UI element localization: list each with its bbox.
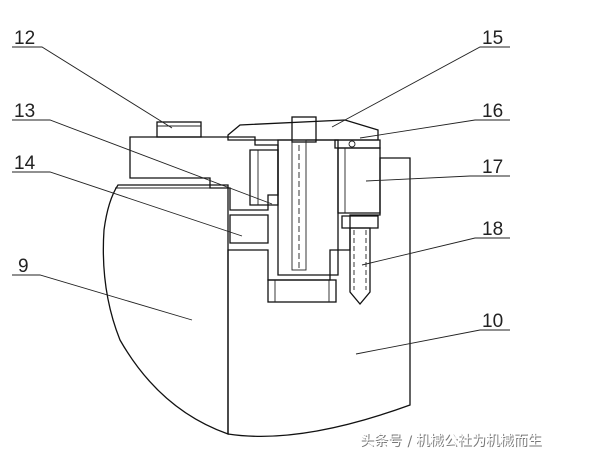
part-15-cap	[227, 116, 379, 143]
part-16-seal	[334, 139, 381, 149]
watermark-shadow: 头条号 / 机械公社为机械而生	[361, 433, 543, 450]
part-13-seat	[249, 149, 279, 206]
label-17: 17	[482, 157, 503, 178]
part-10-body	[227, 157, 411, 438]
part-17-ring	[337, 147, 381, 214]
watermark-text: 头条号 / 机械公社为机械而生	[360, 432, 542, 449]
label-10: 10	[482, 311, 503, 332]
leader-lines	[12, 46, 510, 355]
part-labels: 12 13 14 9 15 16 17 18 10	[14, 28, 503, 332]
part-12-clamp	[129, 121, 279, 211]
label-14: 14	[14, 153, 36, 174]
part-9-body	[102, 184, 229, 435]
watermark: 头条号 / 机械公社为机械而生 头条号 / 机械公社为机械而生	[360, 432, 543, 450]
label-18: 18	[482, 219, 503, 240]
part-14-block	[229, 214, 269, 244]
label-12: 12	[14, 28, 35, 49]
bottom-nut	[267, 279, 337, 303]
central-screw	[277, 139, 339, 276]
label-9: 9	[18, 256, 29, 277]
label-16: 16	[482, 101, 503, 122]
label-13: 13	[14, 101, 35, 122]
part-18-bolt	[341, 215, 379, 306]
label-15: 15	[482, 28, 503, 49]
